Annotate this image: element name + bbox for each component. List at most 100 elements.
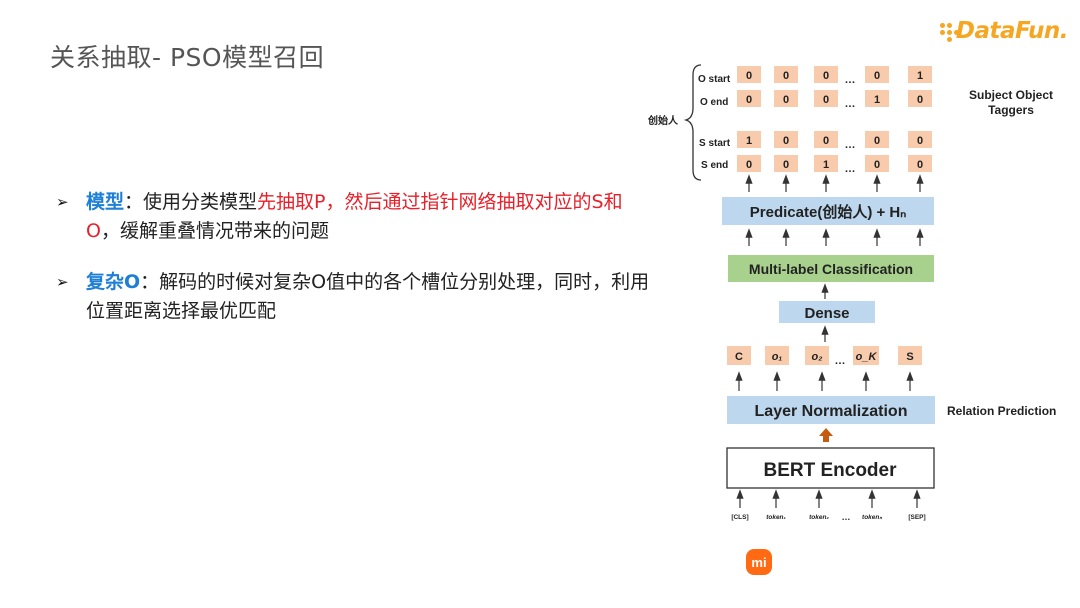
tagger-ellipsis: … [845, 163, 856, 175]
tagger-cell-value: 0 [823, 94, 829, 106]
token-cell [853, 346, 879, 365]
tagger-cell-value: 0 [783, 135, 789, 147]
arrows-multilabel-to-predicate [745, 228, 924, 246]
tagger-cell [908, 90, 932, 107]
input-token: [CLS] [731, 514, 748, 521]
input-token-row: [CLS] token₁ token₂ … tokenₙ [SEP] [731, 512, 925, 522]
tagger-row-s-end: 0 0 1 … 0 0 [737, 155, 932, 175]
tagger-ellipsis: … [845, 74, 856, 86]
arrows-layernorm-to-tokens [735, 371, 914, 391]
tagger-cell [774, 131, 798, 148]
bullet-complex-o: ➢ 复杂O：解码的时候对复杂O值中的各个槽位分别处理，同时，利用位置距离选择最优… [52, 268, 652, 326]
brace-label: 创始人 [647, 114, 679, 127]
bullet-arrow-icon: ➢ [56, 273, 69, 291]
bullet-text: 使用分类模型 [143, 191, 258, 213]
tagger-cell-value: 0 [746, 159, 752, 171]
tagger-cell [865, 66, 889, 83]
bullet-sep: ： [124, 191, 144, 213]
token-ellipsis: … [835, 355, 846, 367]
tagger-cell [865, 90, 889, 107]
bullet-sep: ： [140, 271, 160, 293]
row-label-s-end: S end [701, 160, 728, 171]
token-cell-text: o₂ [812, 351, 823, 363]
taggers-label-line2: Taggers [988, 103, 1034, 117]
tagger-row-o-start: 0 0 0 … 0 1 [737, 66, 932, 86]
dense-box [779, 301, 875, 323]
bullet-text: 解码的时候对复杂O值中的各个槽位分别处理，同时，利用位置距离选择最优匹配 [86, 271, 650, 322]
row-label-o-end: O end [700, 97, 728, 108]
token-cell [805, 346, 829, 365]
tagger-cell [774, 90, 798, 107]
tagger-cell [737, 155, 761, 172]
tagger-cell [908, 131, 932, 148]
bullet-model: ➢ 模型：使用分类模型先抽取P，然后通过指针网络抽取对应的S和O，缓解重叠情况带… [52, 188, 652, 246]
tagger-cell [865, 131, 889, 148]
taggers-label-line1: Subject Object [969, 88, 1053, 102]
token-cell [898, 346, 922, 365]
bullet-red-text: 先抽取P，然后通过指针网络抽取对应的S和O [86, 191, 623, 242]
tagger-cell-value: 0 [746, 70, 752, 82]
dense-label: Dense [804, 305, 849, 322]
tagger-cell-value: 0 [874, 159, 880, 171]
bert-encoder-box [726, 447, 935, 489]
bullet-text-tail: ，缓解重叠情况带来的问题 [100, 220, 329, 242]
keyword-model: 模型 [86, 191, 125, 213]
tagger-cell [814, 155, 838, 172]
tagger-cell [814, 90, 838, 107]
multilabel-box [728, 255, 934, 282]
multilabel-label: Multi-label Classification [749, 261, 913, 277]
token-cell-text: o_K [856, 351, 878, 363]
tagger-cell-value: 1 [874, 94, 880, 106]
tagger-cell [774, 155, 798, 172]
tagger-cell-value: 0 [783, 94, 789, 106]
predicate-box [722, 197, 934, 225]
arrows-inputs-to-bert [736, 489, 921, 508]
tagger-cell-value: 0 [746, 94, 752, 106]
token-cell [765, 346, 789, 365]
tagger-cell-value: 0 [874, 70, 880, 82]
tagger-ellipsis: … [845, 139, 856, 151]
token-cell-text: C [735, 351, 743, 363]
input-token: tokenₙ [862, 514, 882, 521]
token-cell-text: o₁ [772, 351, 783, 363]
keyword-complex-o: 复杂O [86, 271, 141, 293]
layer-norm-label: Layer Normalization [755, 403, 908, 420]
token-row: C o₁ o₂ … o_K S [727, 346, 922, 367]
tagger-cell-value: 0 [783, 70, 789, 82]
input-token: [SEP] [908, 514, 925, 521]
datafun-logo: DataFun. [938, 16, 1069, 46]
relation-prediction-label: Relation Prediction [947, 404, 1056, 418]
grouping-brace [683, 64, 702, 181]
predicate-label: Predicate(创始人) + Hₙ [750, 203, 906, 221]
tagger-cell-value: 1 [746, 135, 752, 147]
arrows-predicate-to-taggers [745, 174, 924, 192]
tagger-ellipsis: … [845, 98, 856, 110]
input-token: token₁ [766, 514, 786, 521]
bert-to-layernorm-arrow-icon [819, 428, 833, 442]
tagger-cell [865, 155, 889, 172]
tagger-cell [774, 66, 798, 83]
tagger-cell [814, 66, 838, 83]
row-label-o-start: O start [698, 74, 731, 85]
token-cell [727, 346, 751, 365]
tagger-cell-value: 0 [823, 135, 829, 147]
tagger-cell [908, 155, 932, 172]
tagger-cell-value: 0 [823, 70, 829, 82]
tagger-cell [814, 131, 838, 148]
tagger-cell-value: 1 [823, 159, 829, 171]
tagger-cell [908, 66, 932, 83]
logo-text: DataFun. [955, 18, 1069, 44]
bullet-list: ➢ 模型：使用分类模型先抽取P，然后通过指针网络抽取对应的S和O，缓解重叠情况带… [52, 188, 652, 348]
tagger-cell-value: 0 [917, 94, 923, 106]
input-token-ellipsis: … [842, 512, 851, 522]
logo-dots-icon [938, 19, 959, 43]
tagger-cell-value: 0 [917, 159, 923, 171]
layer-norm-box [727, 396, 935, 424]
token-cell-text: S [906, 351, 913, 363]
tagger-cell-value: 0 [783, 159, 789, 171]
page-title: 关系抽取- PSO模型召回 [50, 43, 325, 72]
tagger-cell-value: 0 [917, 135, 923, 147]
tagger-cell-value: 0 [874, 135, 880, 147]
tagger-row-o-end: 0 0 0 … 1 0 [737, 90, 932, 110]
